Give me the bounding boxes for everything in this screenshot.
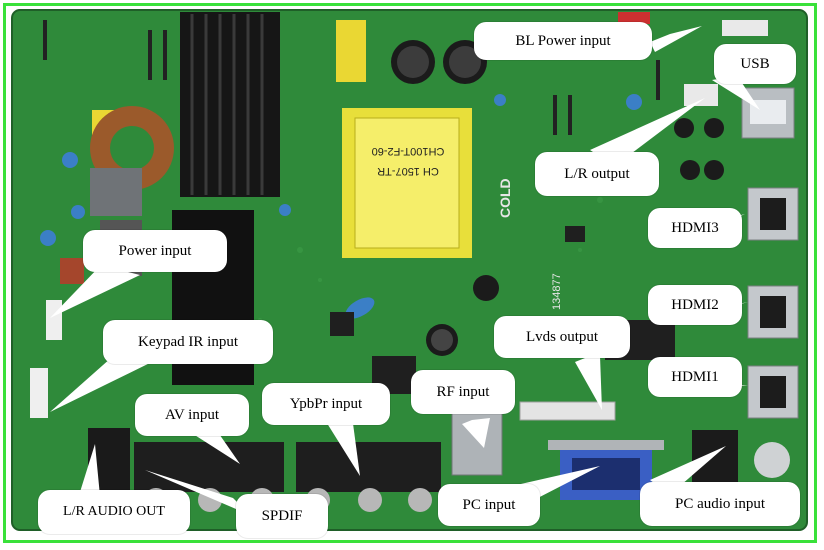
heatsink (180, 12, 280, 197)
cold-silkscreen: COLD (497, 178, 513, 218)
callout-lr-audio-out: L/R AUDIO OUT (38, 490, 190, 534)
grey-component (90, 168, 142, 216)
callout-spdif: SPDIF (236, 494, 328, 538)
callout-rf-input: RF input (411, 370, 515, 414)
callout-pc-audio-input: PC audio input (640, 482, 800, 526)
hdmi-ports (747, 187, 799, 419)
callout-hdmi2: HDMI2 (648, 285, 742, 325)
callout-pc-input: PC input (438, 484, 540, 526)
callout-av-input: AV input (135, 394, 249, 436)
bl-power-connector (722, 20, 768, 36)
yellow-capacitor (336, 20, 366, 82)
callout-lr-output: L/R output (535, 152, 659, 196)
lvds-connector (519, 401, 616, 421)
callout-hdmi3: HDMI3 (648, 208, 742, 248)
capacitors (391, 40, 724, 356)
callout-ypbpr-input: YpbPr input (262, 383, 390, 425)
callout-lvds-output: Lvds output (494, 316, 630, 358)
callout-keypad-ir-input: Keypad IR input (103, 320, 273, 364)
green-frame (3, 3, 817, 543)
transformer: CH100T-F2-60 CH 1507-TR (342, 108, 472, 258)
power-connector (46, 300, 62, 340)
callout-bl-power-input: BL Power input (474, 22, 652, 60)
transformer-text-2: CH 1507-TR (377, 165, 439, 177)
transformer-text-1: CH100T-F2-60 (372, 145, 445, 157)
board-id-silkscreen: 134877 (551, 273, 563, 310)
callout-hdmi1: HDMI1 (648, 357, 742, 397)
lr-output-connector (684, 84, 718, 106)
callout-usb: USB (714, 44, 796, 84)
callout-power-input: Power input (83, 230, 227, 272)
keypad-connector (30, 368, 48, 418)
